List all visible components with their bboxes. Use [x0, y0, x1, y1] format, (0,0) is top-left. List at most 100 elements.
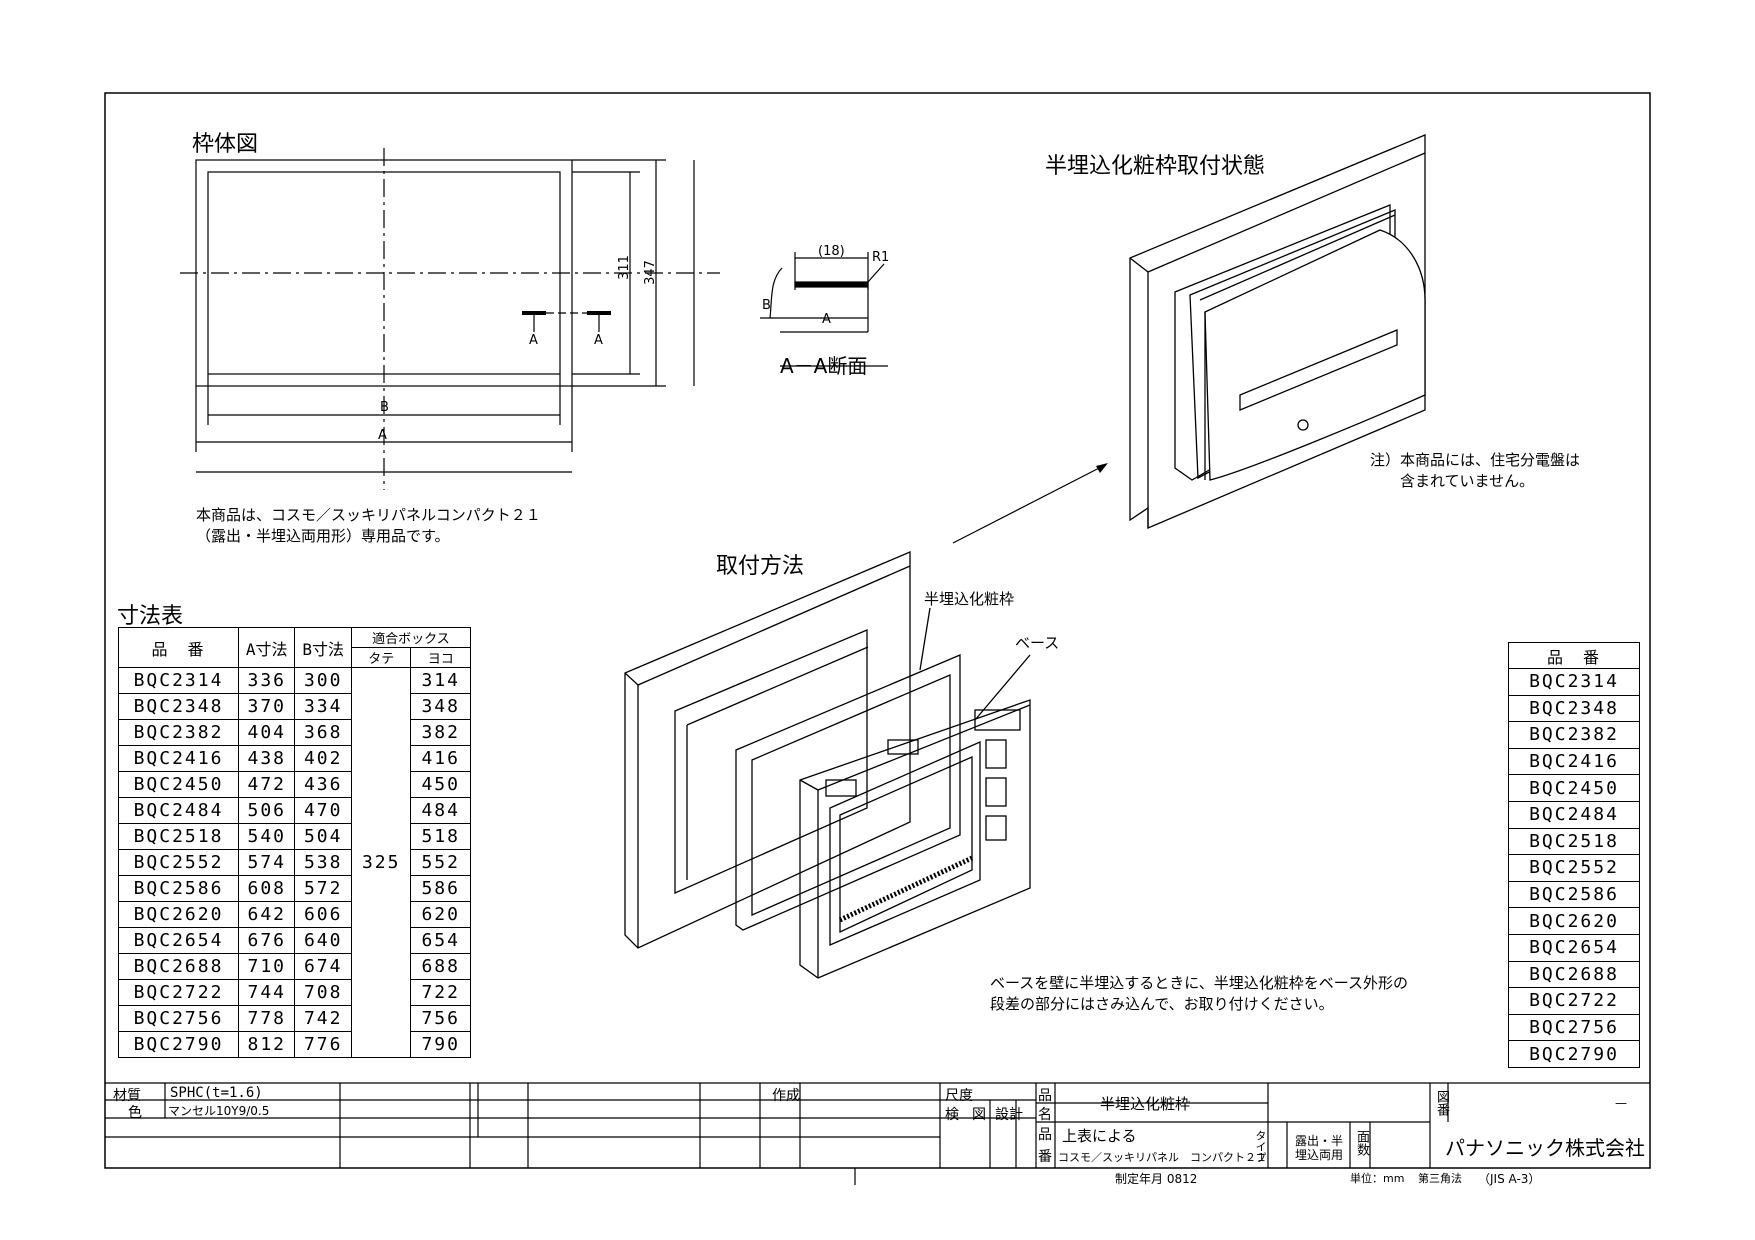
dim-a-cell: 472 — [238, 771, 296, 798]
frame-view-title: 枠体図 — [192, 132, 259, 157]
dim-yoko-cell: 348 — [410, 693, 471, 720]
section-aa — [760, 252, 888, 367]
dim-a-cell: 574 — [238, 849, 296, 876]
section-a: A — [822, 312, 831, 327]
dim-b-cell: 402 — [294, 745, 352, 772]
section-dim-18: (18) — [818, 244, 845, 259]
th-box: 適合ボックス — [350, 627, 472, 648]
dim-a-cell: 812 — [238, 1031, 296, 1058]
section-mark-a2: A — [594, 333, 603, 348]
tb-num1: 上表による — [1062, 1127, 1137, 1145]
tb-num-label1: 品 — [1038, 1127, 1052, 1143]
part-list-item: BQC2314 — [1508, 668, 1640, 696]
sheet-border — [104, 92, 1651, 1169]
installed-state — [1129, 134, 1426, 529]
tb-drawing-label: 図番 — [1434, 1090, 1449, 1116]
tb-date: 制定年月 0812 — [1115, 1172, 1198, 1186]
tb-created: 作成 — [772, 1088, 800, 1104]
part-list-item: BQC2688 — [1508, 960, 1640, 989]
method-note-line2: 段差の部分にはさみ込んで、お取り付けください。 — [990, 995, 1334, 1013]
section-mark-a1: A — [529, 333, 538, 348]
part-list-item: BQC2654 — [1508, 933, 1640, 962]
product-note-line1: 本商品は、コスモ／スッキリパネルコンパクト２１ — [196, 506, 541, 524]
tb-unit: 単位：mm — [1350, 1172, 1405, 1185]
product-note-line2: （露出・半埋込両用形）専用品です。 — [196, 527, 450, 545]
tb-material: SPHC(t=1.6) — [170, 1085, 263, 1101]
method-label-frame: 半埋込化粧枠 — [924, 590, 1015, 608]
dim-part-cell: BQC2518 — [117, 823, 240, 850]
section-title: A－A断面 — [780, 354, 868, 378]
part-list-item: BQC2552 — [1508, 854, 1640, 882]
dim-b-cell: 606 — [294, 901, 352, 928]
frame-view — [180, 148, 720, 490]
dim-yoko-cell: 450 — [410, 771, 471, 798]
dim-a-cell: 676 — [238, 927, 296, 954]
dim-a-cell: 608 — [238, 875, 296, 902]
dim-yoko-cell: 586 — [410, 875, 471, 902]
tb-proj: 第三角法 — [1418, 1172, 1462, 1185]
dim-a-cell: 778 — [238, 1005, 296, 1032]
dim-b-cell: 504 — [294, 823, 352, 850]
dim-part-cell: BQC2552 — [117, 849, 240, 876]
dim-a-cell: 404 — [238, 719, 296, 746]
dim-yoko-cell: 756 — [410, 1005, 471, 1032]
part-list-item: BQC2484 — [1508, 800, 1640, 829]
tb-drawing-no: — — [1615, 1096, 1627, 1110]
dim-part-cell: BQC2348 — [117, 693, 240, 720]
dim-yoko-cell: 518 — [410, 823, 471, 850]
part-list-item: BQC2382 — [1508, 721, 1640, 749]
section-b: B — [762, 298, 771, 313]
dim-b-cell: 300 — [294, 667, 352, 694]
dim-part-cell: BQC2790 — [117, 1031, 240, 1058]
tb-name: 半埋込化粧枠 — [1100, 1095, 1191, 1113]
part-list-item: BQC2790 — [1508, 1040, 1640, 1068]
tb-name-label2: 名 — [1038, 1107, 1052, 1123]
dim-b-label: B — [380, 400, 389, 415]
dim-part-cell: BQC2654 — [117, 927, 240, 954]
part-list-item: BQC2756 — [1508, 1013, 1640, 1042]
tb-drawn: 図 — [972, 1107, 986, 1123]
install-method — [624, 551, 1031, 979]
dim-yoko-cell: 790 — [410, 1031, 471, 1058]
install-state-note-line2: 含まれていません。 — [1400, 472, 1535, 490]
part-list-header: 品 番 — [1508, 642, 1640, 669]
method-label-base: ベース — [1015, 634, 1060, 652]
dim-yoko-cell: 416 — [410, 745, 471, 772]
tb-type-label: タイプ — [1254, 1130, 1267, 1163]
dim-yoko-cell: 654 — [410, 927, 471, 954]
dim-b-cell: 776 — [294, 1031, 352, 1058]
dim-a-cell: 710 — [238, 953, 296, 980]
dim-b-cell: 436 — [294, 771, 352, 798]
dim-b-cell: 572 — [294, 875, 352, 902]
tb-company: パナソニック株式会社 — [1445, 1136, 1645, 1160]
part-list-item: BQC2518 — [1508, 827, 1640, 856]
install-method-title: 取付方法 — [716, 554, 805, 579]
tb-num-label2: 番 — [1038, 1149, 1052, 1165]
install-state-note-line1: 注）本商品には、住宅分電盤は — [1370, 451, 1581, 469]
part-list-item: BQC2450 — [1508, 774, 1640, 802]
dim-a-cell: 744 — [238, 979, 296, 1006]
dim-part-cell: BQC2722 — [117, 979, 240, 1006]
dim-table-title: 寸法表 — [117, 604, 184, 629]
tb-material-label: 材質 — [113, 1088, 141, 1104]
tb-color: マンセル10Y9/0.5 — [168, 1104, 270, 1118]
dim-b-cell: 640 — [294, 927, 352, 954]
tb-color-label: 色 — [128, 1105, 142, 1121]
tb-face-label: 面数 — [1354, 1130, 1369, 1156]
dim-b-cell: 708 — [294, 979, 352, 1006]
th-yoko: ヨコ — [410, 647, 471, 668]
